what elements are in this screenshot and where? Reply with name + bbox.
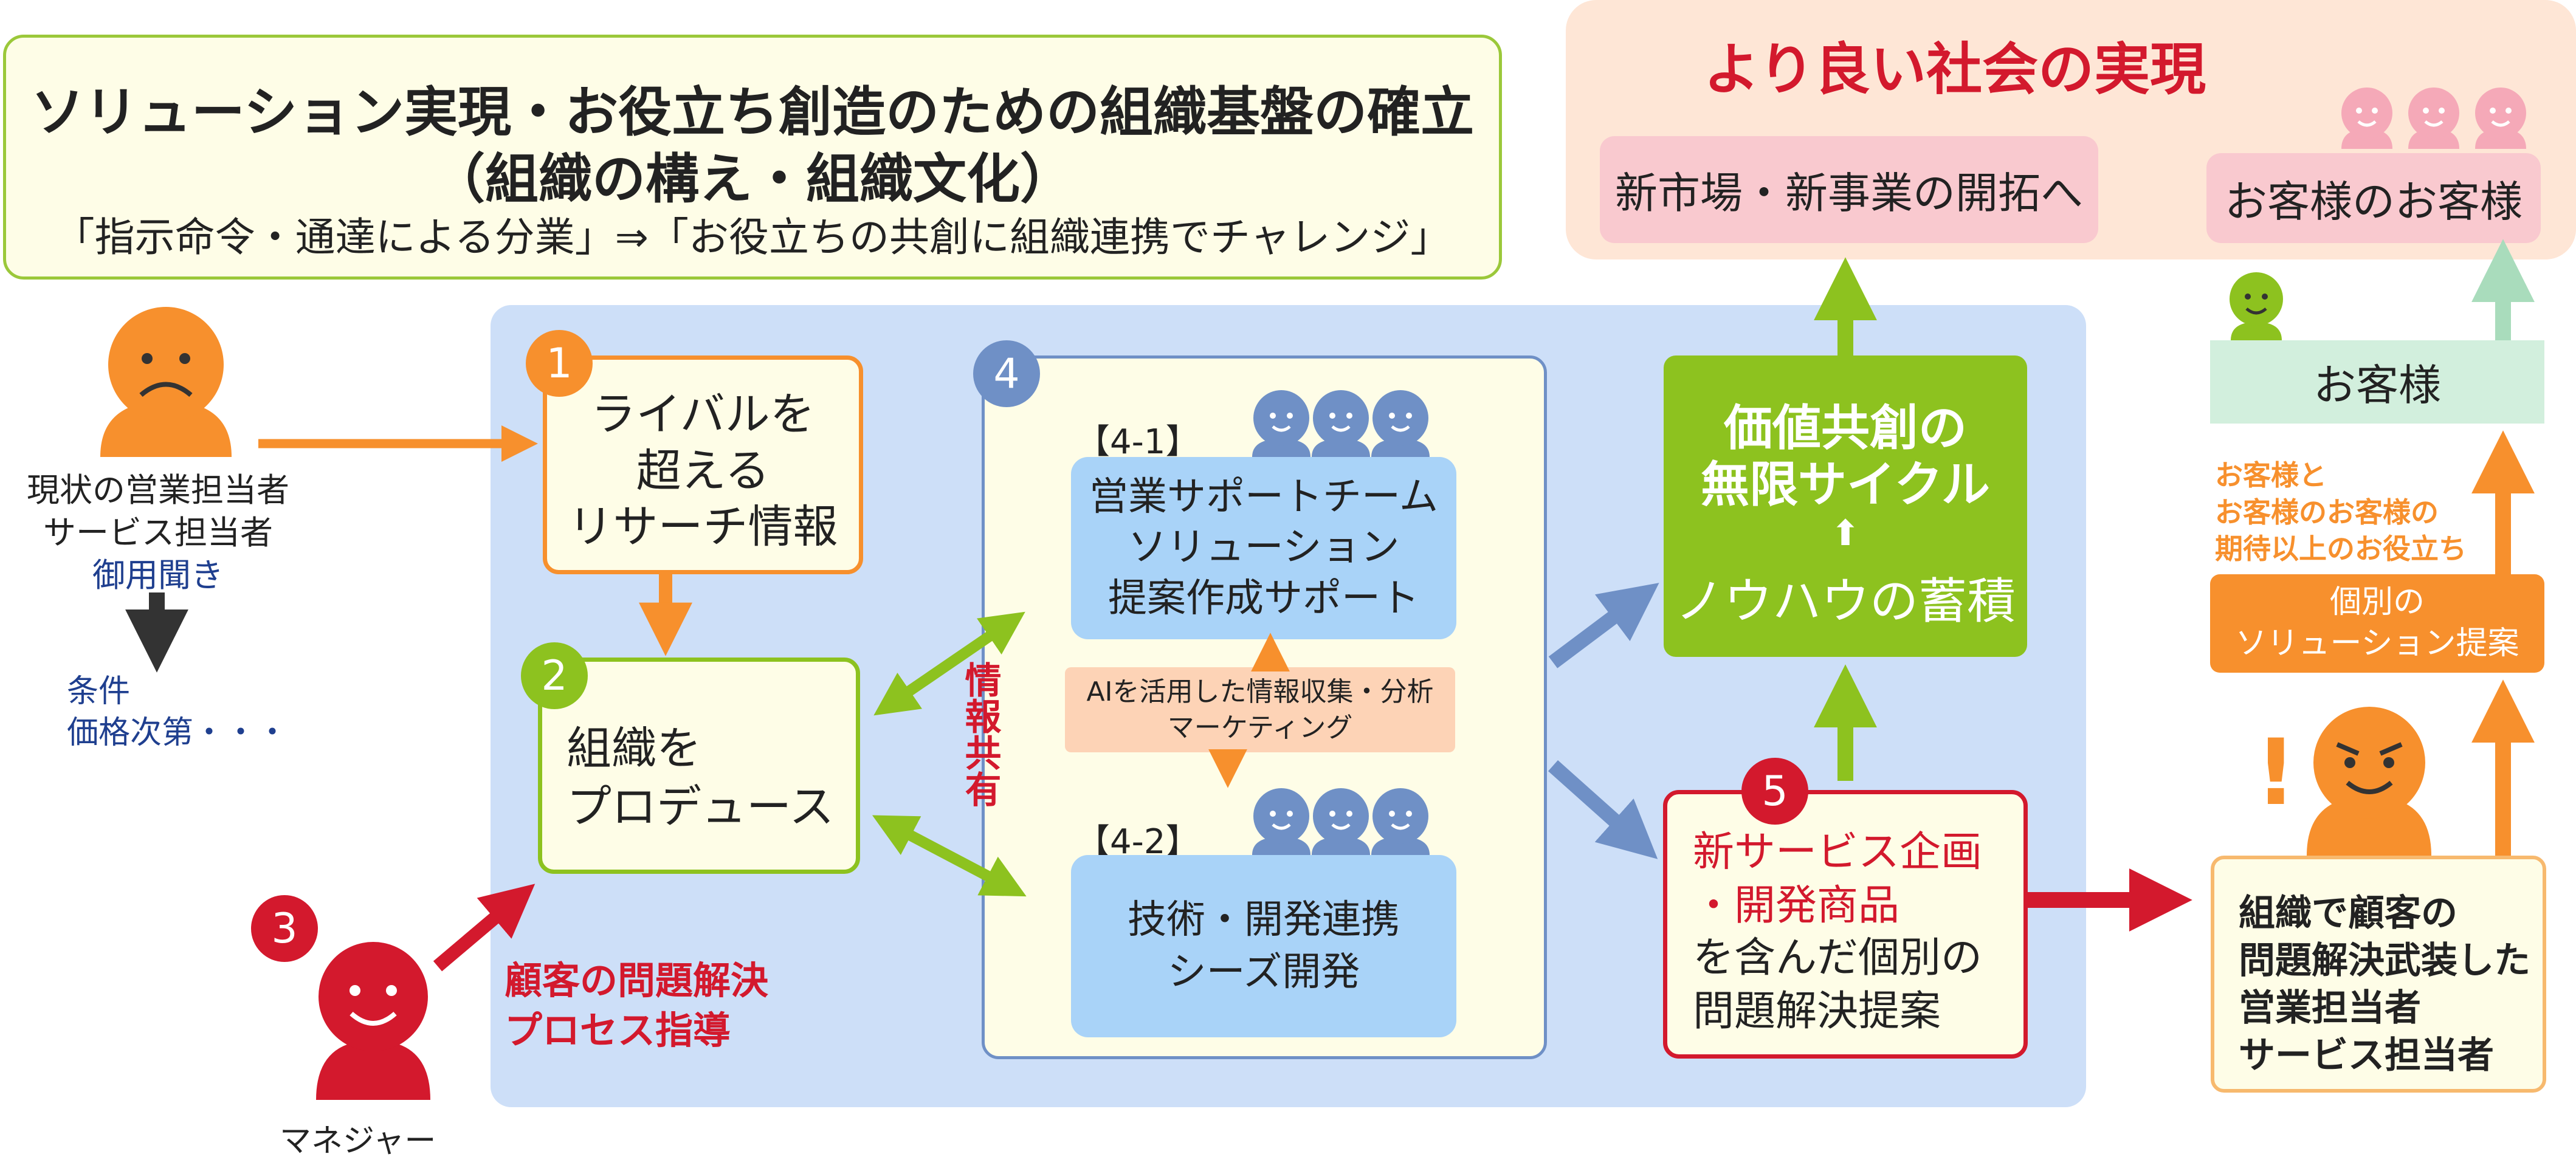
value-cycle-box: 価値共創の 無限サイクル ⬆ ノウハウの蓄積 — [1664, 355, 2027, 657]
arrow-produce-to-sales-support — [873, 611, 1025, 716]
customers-customers-box: お客様のお客様 — [2206, 153, 2541, 243]
title-box: ソリューション実現・お役立ち創造のための組織基盤の確立 （組織の構え・組織文化）… — [3, 35, 1502, 280]
new-service-box: 新サービス企画 ・開発商品 を含んだ個別の 問題解決提案 — [1663, 790, 2028, 1059]
sales-support-box: 営業サポートチーム ソリューション 提案作成サポート — [1071, 457, 1456, 639]
rival-research-box: ライバルを 超える リサーチ情報 — [543, 355, 863, 574]
cycle-line1: 価値共創の — [1724, 400, 1967, 456]
current-staff-label: 現状の営業担当者 サービス担当者 — [27, 471, 289, 552]
new-service-black-text: を含んだ個別の 問題解決提案 — [1693, 934, 1983, 1036]
arrow-produce-to-tech — [872, 815, 1027, 897]
individual-proposal-box: 個別の ソリューション提案 — [2210, 574, 2544, 673]
badge-5: 5 — [1741, 758, 1808, 825]
ai-box: AIを活用した情報収集・分析 マーケティング — [1065, 667, 1455, 752]
svg-text:3: 3 — [271, 905, 297, 953]
people-group-icon — [2341, 88, 2526, 149]
new-market-box: 新市場・新事業の開拓へ — [1600, 136, 2098, 243]
cycle-line3: ノウハウの蓄積 — [1675, 573, 2016, 630]
new-service-red-text: 新サービス企画 ・開発商品 — [1693, 828, 1983, 930]
badge-4: 4 — [973, 340, 1040, 407]
arrow-step4-to-new-service — [1548, 760, 1658, 859]
society-area: より良い社会の実現 新市場・新事業の開拓へ お客様のお客様 — [1566, 0, 2576, 259]
label-4-1: 【4-1】 — [1076, 422, 1200, 462]
customer-person-icon — [2230, 272, 2283, 340]
title-main: ソリューション実現・お役立ち創造のための組織基盤の確立 — [30, 81, 1475, 143]
goyoukiki-label: 御用聞き — [92, 556, 224, 594]
arrow-manager-to-produce — [433, 884, 536, 972]
svg-text:4: 4 — [993, 350, 1019, 398]
armed-staff-box: 組織で顧客の 問題解決武装した 営業担当者 サービス担当者 — [2211, 856, 2546, 1093]
cycle-line2: 無限サイクル — [1701, 456, 1990, 513]
conditions-label: 条件 価格次第・・・ — [67, 673, 289, 751]
armed-staff-text: 組織で顧客の 問題解決武装した 営業担当者 サービス担当者 — [2239, 892, 2530, 1077]
sales-team-people-icon — [1252, 390, 1430, 457]
svg-text:5: 5 — [1762, 768, 1788, 816]
manager-label: マネジャー — [280, 1123, 436, 1159]
svg-text:1: 1 — [546, 340, 572, 388]
customer-guidance-label: 顧客の問題解決 プロセス指導 — [505, 958, 769, 1053]
society-title: より良い社会の実現 — [1703, 37, 2206, 102]
exclamation-icon: ! — [2255, 720, 2297, 826]
produce-box: 組織を プロデュース — [538, 658, 860, 874]
beyond-expectation-text: お客様と お客様のお客様の 期待以上のお役立ち — [2215, 459, 2467, 566]
smile-person-icon — [316, 942, 430, 1100]
cycle-arrow-icon: ⬆ — [1830, 512, 1861, 554]
badge-3: 3 — [251, 895, 318, 962]
tech-box: 技術・開発連携 シーズ開発 — [1071, 855, 1456, 1037]
badge-1: 1 — [526, 330, 593, 397]
produce-text: 組織を プロデュース — [567, 723, 835, 834]
arrow-step4-to-cycle — [1548, 583, 1659, 668]
badge-2: 2 — [521, 642, 588, 709]
customer-box: お客様 — [2210, 340, 2544, 424]
sad-person-icon — [100, 307, 232, 457]
svg-text:2: 2 — [541, 652, 567, 700]
title-note: 「指示命令・通達による分業」⇒「お役立ちの共創に組織連携でチャレンジ」 — [54, 214, 1451, 261]
determined-person-icon — [2307, 707, 2431, 856]
tech-team-people-icon — [1252, 788, 1430, 855]
title-sub: （組織の構え・組織文化） — [431, 148, 1073, 210]
